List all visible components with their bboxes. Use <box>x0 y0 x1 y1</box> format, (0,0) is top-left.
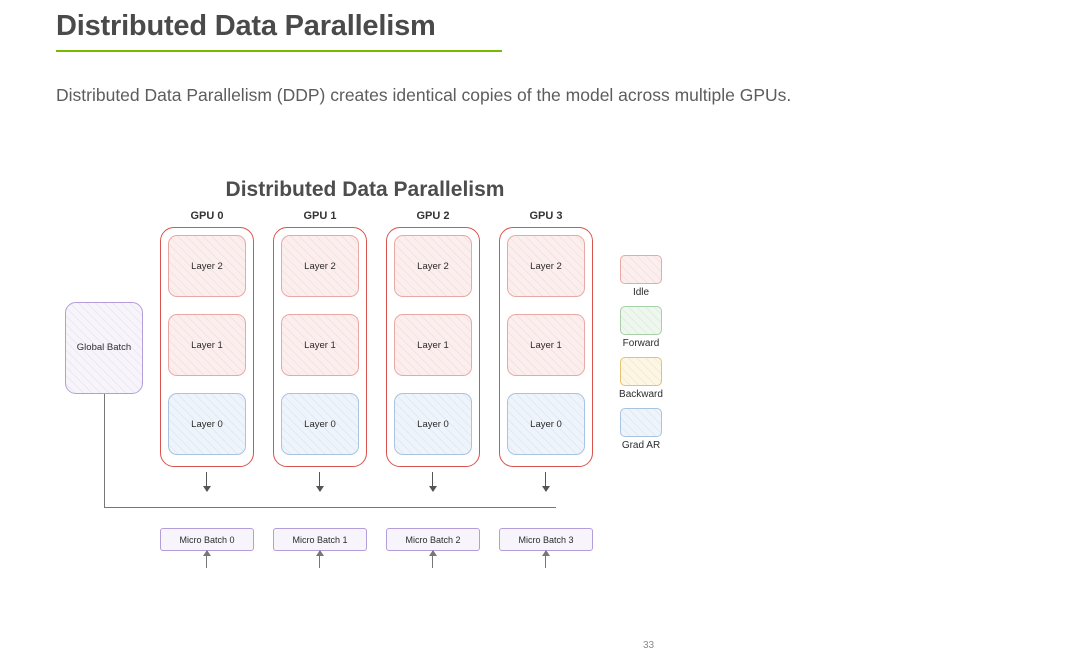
gpu-label-3: GPU 3 <box>529 210 563 222</box>
layer-node-2-0: Layer 0 <box>394 393 472 455</box>
micro-batch-label: Micro Batch 0 <box>179 534 235 545</box>
layer-label: Layer 1 <box>304 339 336 351</box>
micro-batch-node-0: Micro Batch 0 <box>160 528 254 551</box>
global-batch-bus-vertical <box>104 394 106 508</box>
layer-label: Layer 2 <box>304 260 336 272</box>
legend-item-forward: Forward <box>606 306 676 351</box>
micro-batch-label: Micro Batch 3 <box>518 534 574 545</box>
legend-swatch-idle <box>620 255 662 284</box>
layer-node-0-2: Layer 2 <box>168 235 246 297</box>
legend-label-backward: Backward <box>619 389 663 400</box>
layer-node-3-2: Layer 2 <box>507 235 585 297</box>
arrow-layer0-to-microbatch-gpu3 <box>541 472 551 492</box>
layer-node-1-2: Layer 2 <box>281 235 359 297</box>
arrow-layer0-to-microbatch-gpu0 <box>202 472 212 492</box>
micro-batch-node-1: Micro Batch 1 <box>273 528 367 551</box>
legend-item-idle: Idle <box>606 255 676 300</box>
arrow-bus-to-microbatch-gpu1 <box>315 550 325 568</box>
page-number: 33 <box>643 640 655 651</box>
layer-node-1-0: Layer 0 <box>281 393 359 455</box>
arrow-bus-to-microbatch-gpu3 <box>541 550 551 568</box>
micro-batch-node-3: Micro Batch 3 <box>499 528 593 551</box>
legend-item-gradar: Grad AR <box>606 408 676 453</box>
micro-batch-label: Micro Batch 1 <box>292 534 348 545</box>
layer-label: Layer 1 <box>417 339 449 351</box>
arrow-layer0-to-microbatch-gpu2 <box>428 472 438 492</box>
legend-label-idle: Idle <box>632 287 650 298</box>
layer-node-0-1: Layer 1 <box>168 314 246 376</box>
legend-label-forward: Forward <box>622 338 660 349</box>
page-title: Distributed Data Parallelism <box>56 10 436 42</box>
gpu-label-0: GPU 0 <box>190 210 224 222</box>
layer-label: Layer 1 <box>191 339 223 351</box>
diagram-title: Distributed Data Parallelism <box>225 178 505 201</box>
layer-node-3-1: Layer 1 <box>507 314 585 376</box>
layer-label: Layer 0 <box>417 418 449 430</box>
layer-label: Layer 0 <box>304 418 336 430</box>
layer-node-0-0: Layer 0 <box>168 393 246 455</box>
gpu-label-2: GPU 2 <box>416 210 450 222</box>
arrow-bus-to-microbatch-gpu2 <box>428 550 438 568</box>
legend-swatch-gradar <box>620 408 662 437</box>
layer-label: Layer 2 <box>417 260 449 272</box>
layer-label: Layer 0 <box>191 418 223 430</box>
layer-label: Layer 1 <box>530 339 562 351</box>
legend: Idle Forward Backward Grad AR <box>606 255 676 459</box>
layer-node-3-0: Layer 0 <box>507 393 585 455</box>
layer-label: Layer 2 <box>191 260 223 272</box>
micro-batch-node-2: Micro Batch 2 <box>386 528 480 551</box>
ddp-diagram: Distributed Data Parallelism Global Batc… <box>0 150 720 651</box>
arrow-bus-to-microbatch-gpu0 <box>202 550 212 568</box>
layer-label: Layer 2 <box>530 260 562 272</box>
global-batch-bus-horizontal <box>104 507 556 509</box>
global-batch-node: Global Batch <box>65 302 143 394</box>
gpu-label-1: GPU 1 <box>303 210 337 222</box>
layer-node-1-1: Layer 1 <box>281 314 359 376</box>
legend-label-gradar: Grad AR <box>621 440 661 451</box>
legend-item-backward: Backward <box>606 357 676 402</box>
global-batch-label: Global Batch <box>76 341 132 353</box>
slide-subtitle: Distributed Data Parallelism (DDP) creat… <box>56 85 792 105</box>
title-underline-rule <box>56 50 502 52</box>
micro-batch-label: Micro Batch 2 <box>405 534 461 545</box>
arrow-layer0-to-microbatch-gpu1 <box>315 472 325 492</box>
legend-swatch-backward <box>620 357 662 386</box>
layer-node-2-1: Layer 1 <box>394 314 472 376</box>
layer-label: Layer 0 <box>530 418 562 430</box>
layer-node-2-2: Layer 2 <box>394 235 472 297</box>
legend-swatch-forward <box>620 306 662 335</box>
